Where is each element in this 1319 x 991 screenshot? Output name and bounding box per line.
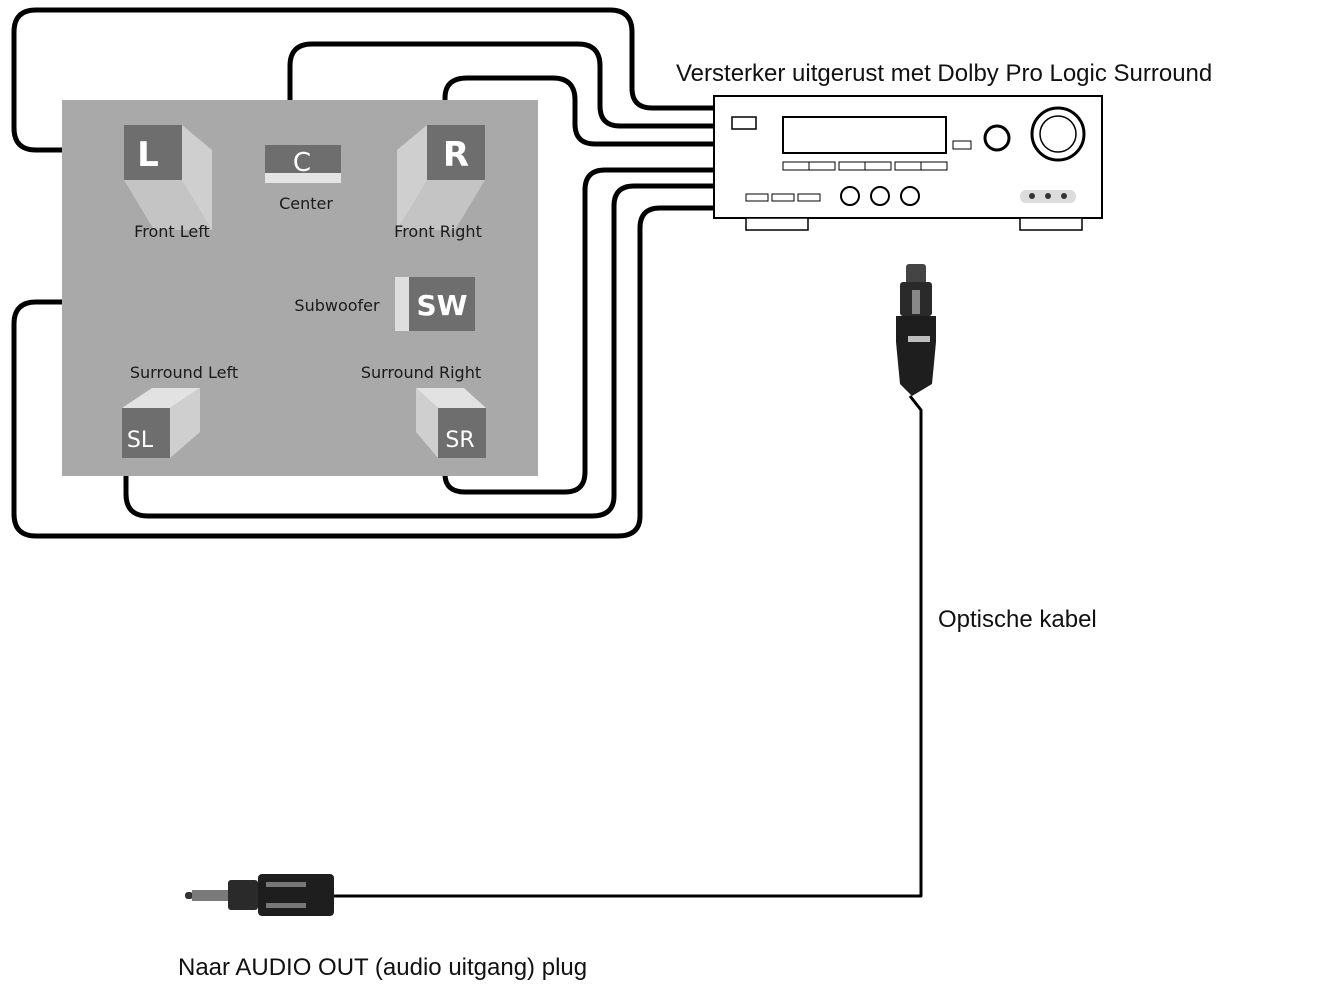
power-button [731, 116, 757, 130]
amplifier-caption: Versterker uitgerust met Dolby Pro Logic… [676, 60, 1213, 87]
input-jacks [840, 186, 920, 206]
speaker-center-letter: C [293, 148, 311, 178]
wire-subwoofer [11, 205, 717, 539]
optical-plug-top [896, 264, 936, 396]
optical-cable [334, 395, 923, 898]
speaker-front-right: R Front Right [394, 125, 485, 241]
speaker-surround-right: Surround Right SR [361, 363, 486, 458]
speaker-center-label: Center [279, 194, 333, 213]
mini-plug-bottom [185, 874, 334, 916]
amplifier [713, 95, 1103, 231]
speaker-front-left-label: Front Left [134, 222, 210, 241]
speaker-front-left-letter: L [137, 135, 159, 175]
speaker-subwoofer-letter: SW [416, 289, 467, 322]
speaker-wires [11, 7, 717, 539]
wire-front-left [11, 7, 717, 153]
button-row [782, 161, 948, 171]
speaker-subwoofer: SW Subwoofer [294, 277, 475, 331]
speaker-surround-right-letter: SR [445, 428, 474, 453]
display-panel [782, 116, 947, 154]
speaker-front-right-label: Front Right [394, 222, 482, 241]
small-indicator [952, 140, 972, 150]
amplifier-foot-right [1019, 217, 1083, 231]
volume-knob-inner [1039, 115, 1077, 153]
lower-buttons [745, 193, 821, 202]
optical-cable-caption: Optische kabel [938, 606, 1097, 633]
volume-knob-outer [1030, 106, 1086, 162]
speaker-center: C Center [265, 145, 341, 213]
speaker-surround-left-label: Surround Left [130, 363, 238, 382]
select-knob [983, 124, 1011, 152]
wire-surround-left [123, 183, 717, 519]
wire-front-right [442, 75, 717, 147]
audio-out-caption: Naar AUDIO OUT (audio uitgang) plug [178, 954, 588, 981]
speaker-surround-right-label: Surround Right [361, 363, 481, 382]
wire-center [287, 41, 717, 129]
speaker-terminals [1020, 190, 1076, 203]
amplifier-foot-left [745, 217, 809, 231]
wire-surround-right [442, 167, 717, 495]
speaker-front-right-letter: R [443, 135, 469, 175]
speaker-surround-left-letter: SL [127, 428, 154, 453]
speaker-surround-left: Surround Left SL [122, 363, 238, 458]
speaker-subwoofer-label: Subwoofer [294, 296, 380, 315]
speaker-front-left: L Front Left [124, 125, 212, 241]
